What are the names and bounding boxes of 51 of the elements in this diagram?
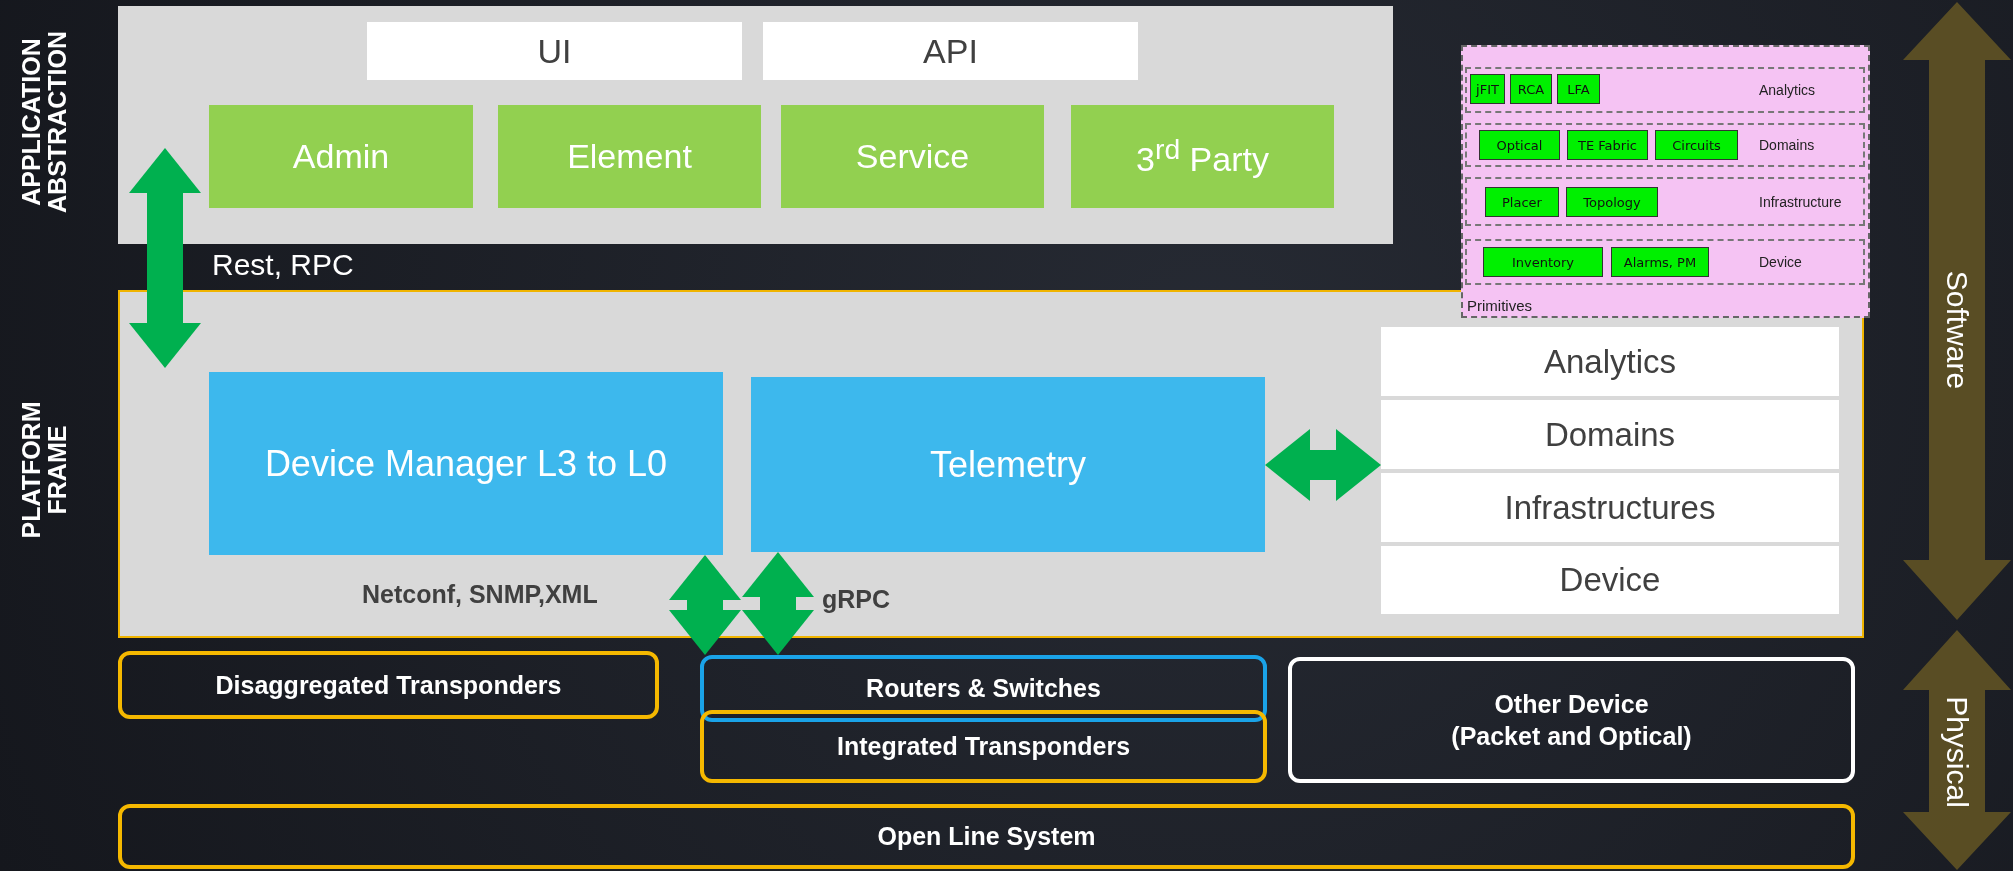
component-box: Inventory	[1483, 247, 1603, 277]
component-box: Optical	[1479, 130, 1560, 160]
stack-layer-box: Infrastructures	[1381, 473, 1839, 542]
group-label: Device	[1759, 254, 1802, 270]
hardware-box: Routers & Switches	[700, 655, 1267, 722]
edge-label: Rest, RPC	[212, 248, 354, 282]
edge-label: Netconf, SNMP,XML	[362, 580, 598, 609]
component-box: LFA	[1557, 74, 1600, 104]
inset-panel	[1461, 45, 1870, 318]
module-box: Element	[498, 105, 761, 208]
layer-panel	[118, 290, 1864, 638]
edge-label: gRPC	[822, 585, 891, 614]
component-box: TE Fabric	[1567, 130, 1648, 160]
group-label: Analytics	[1759, 82, 1816, 98]
dashed-group-box	[1465, 239, 1865, 285]
hardware-box: Other Device (Packet and Optical)	[1288, 657, 1855, 783]
component-box: Circuits	[1655, 130, 1738, 160]
component-box: Placer	[1485, 187, 1559, 217]
axis-label: Software	[1940, 270, 1974, 390]
layer-panel	[118, 6, 1393, 244]
double-arrow	[129, 148, 201, 368]
double-arrow	[669, 555, 741, 655]
axis-label: Physical	[1940, 696, 1974, 808]
dashed-group-box	[1465, 67, 1865, 113]
interface-box: API	[763, 22, 1138, 80]
interface-box: UI	[367, 22, 742, 80]
layer-label: APPLICATION ABSTRACTION	[17, 30, 71, 215]
process-box: Telemetry	[751, 377, 1265, 552]
double-arrow	[742, 552, 814, 655]
layer-label: PLATFORM FRAME	[17, 400, 71, 541]
hardware-box: Open Line System	[118, 804, 1855, 869]
double-arrow	[1265, 429, 1381, 501]
stack-layer-box: Device	[1381, 546, 1839, 614]
stack-box	[1381, 327, 1839, 614]
module-box: 3$^{rd}$ Party	[1071, 105, 1334, 208]
module-box: Admin	[209, 105, 473, 208]
component-box: Alarms, PM	[1611, 247, 1709, 277]
component-box: jFIT	[1470, 74, 1505, 104]
dashed-group-box	[1465, 123, 1865, 167]
process-box: Device Manager L3 to L0	[209, 372, 723, 555]
group-label: Domains	[1759, 137, 1815, 153]
group-label: Infrastructure	[1759, 193, 1842, 210]
module-box: Service	[781, 105, 1044, 208]
hardware-box: Disaggregated Transponders	[118, 651, 659, 719]
hardware-box: Integrated Transponders	[700, 710, 1267, 783]
dashed-group-box	[1465, 177, 1865, 226]
panel-title: Primitives	[1467, 297, 1532, 314]
stack-layer-box: Analytics	[1381, 327, 1839, 396]
component-box: Topology	[1566, 187, 1658, 217]
stack-layer-box: Domains	[1381, 400, 1839, 469]
component-box: RCA	[1510, 74, 1552, 104]
